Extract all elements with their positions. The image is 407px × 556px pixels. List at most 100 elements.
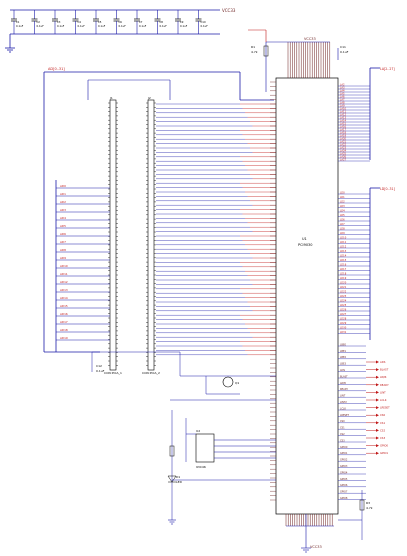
pin-ld10: LD10 bbox=[340, 236, 347, 239]
cap-ref: C4 bbox=[78, 20, 82, 24]
net-tag-ad4: AD4 bbox=[60, 216, 66, 220]
bottom-right-network: R3 4.7k C12 0.1uF bbox=[91, 352, 373, 553]
pin-ads: ADS bbox=[340, 369, 345, 372]
pin-la27: LA27 bbox=[340, 158, 347, 161]
pin-la22: LA22 bbox=[340, 143, 347, 146]
pin-ld16: LD16 bbox=[340, 263, 347, 266]
main-ic-u1: U1 PCI9030 bbox=[270, 42, 370, 527]
pin-gpio2: GPIO2 bbox=[340, 459, 348, 462]
pin-la19: LA19 bbox=[340, 134, 347, 137]
u1-power-top: VCC33 R1 4.7k C11 0.1uF bbox=[248, 29, 349, 92]
pin-lw/r: LW/R bbox=[340, 382, 346, 385]
signal-tag-lreset: LRESET bbox=[380, 406, 390, 410]
capacitor-c5: C50.1uF bbox=[93, 10, 106, 34]
cap-val: 0.1uF bbox=[98, 24, 106, 28]
pin-la16: LA16 bbox=[340, 125, 347, 128]
pin-la3: LA3 bbox=[340, 86, 345, 89]
capacitor-c1: C10.1uF bbox=[11, 10, 24, 34]
net-tag-ad2: AD2 bbox=[60, 200, 66, 204]
pin-ld21: LD21 bbox=[340, 286, 347, 289]
net-tag-ad9: AD9 bbox=[60, 256, 66, 260]
cap-val: 0.1uF bbox=[139, 24, 147, 28]
pin-ready: READY bbox=[340, 388, 349, 391]
signal-tag-lclk: LCLK bbox=[380, 398, 387, 402]
eeprom-u2: U2 93C46 bbox=[185, 418, 276, 469]
net-tag-ad10: AD10 bbox=[60, 264, 68, 268]
net-tag-ad6: AD6 bbox=[60, 232, 66, 236]
net-tag-ad7: AD7 bbox=[60, 240, 66, 244]
cap-val: 0.1uF bbox=[201, 24, 209, 28]
pin-ld20: LD20 bbox=[340, 281, 347, 284]
capacitor-c7: C70.1uF bbox=[134, 10, 147, 34]
signal-tag-cs1: CS1 bbox=[380, 421, 385, 425]
capacitor-c3: C30.1uF bbox=[52, 10, 65, 34]
left-net-tags: AD0AD1AD2AD3AD4AD5AD6AD7AD8AD9AD10AD11AD… bbox=[56, 184, 110, 341]
pin-ld29: LD29 bbox=[340, 322, 347, 325]
signal-tag-gpio1: GPIO1 bbox=[380, 451, 388, 455]
net-tag-ad12: AD12 bbox=[60, 280, 68, 284]
signal-tag-lwr: LW/R bbox=[380, 375, 387, 379]
pin-ld28: LD28 bbox=[340, 317, 347, 320]
signal-tag-ads: ADS bbox=[380, 360, 386, 364]
pin-ld5: LD5 bbox=[340, 214, 345, 217]
pin-la5: LA5 bbox=[340, 92, 345, 95]
pin-ld24: LD24 bbox=[340, 299, 347, 302]
d1-ref: D1 bbox=[176, 475, 180, 479]
u2-ref: U2 bbox=[196, 429, 200, 433]
cap-val: 0.1uF bbox=[16, 24, 24, 28]
pin-ld14: LD14 bbox=[340, 254, 347, 257]
pin-la7: LA7 bbox=[340, 98, 345, 101]
signal-tag-cs0: CS0 bbox=[380, 413, 385, 417]
pin-gpio7: GPIO7 bbox=[340, 491, 348, 494]
cap-ref: C2 bbox=[37, 20, 41, 24]
right-bus: LA[2..27] LD[0..31] VCC33 bbox=[310, 67, 395, 549]
pin-ld7: LD7 bbox=[340, 223, 345, 226]
ground-symbol bbox=[5, 47, 15, 53]
j1-name: CON PCIA_1 bbox=[104, 371, 122, 375]
cap-val: 0.1uF bbox=[37, 24, 45, 28]
q1-ref: Q1 bbox=[235, 381, 239, 385]
pin-la11: LA11 bbox=[340, 110, 347, 113]
u1-name: PCI9030 bbox=[298, 243, 313, 247]
r3-val: 4.7k bbox=[366, 506, 373, 510]
j1-ref: J1 bbox=[109, 96, 113, 100]
pin-ld26: LD26 bbox=[340, 308, 347, 311]
cap-val: 0.1uF bbox=[57, 24, 65, 28]
pin-la13: LA13 bbox=[340, 116, 347, 119]
pin-gpio0: GPIO0 bbox=[340, 446, 348, 449]
pin-la26: LA26 bbox=[340, 155, 347, 158]
pin-ld9: LD9 bbox=[340, 232, 345, 235]
net-tag-ad3: AD3 bbox=[60, 208, 66, 212]
net-tag-ad8: AD8 bbox=[60, 248, 66, 252]
pin-ld31: LD31 bbox=[340, 331, 347, 334]
pin-ld0: LD0 bbox=[340, 191, 345, 194]
connector-j2: J2 CON PCIA_2 bbox=[142, 96, 160, 375]
net-tag-ad18: AD18 bbox=[60, 328, 68, 332]
transistor-q1: Q1 bbox=[92, 351, 276, 401]
pin-la24: LA24 bbox=[340, 149, 347, 152]
net-tag-ad13: AD13 bbox=[60, 288, 68, 292]
pin-gpio4: GPIO4 bbox=[340, 471, 348, 474]
pin-lbe3: LBE3 bbox=[340, 363, 346, 366]
pin-la2: LA2 bbox=[340, 83, 345, 86]
pin-blast: BLAST bbox=[340, 375, 348, 378]
c11-val: 0.1uF bbox=[340, 50, 349, 54]
j2-ref: J2 bbox=[147, 96, 151, 100]
net-tag-ad0: AD0 bbox=[60, 184, 66, 188]
pin-lbe2: LBE2 bbox=[340, 356, 346, 359]
pin-la10: LA10 bbox=[340, 107, 347, 110]
capacitor-c4: C40.1uF bbox=[72, 10, 85, 34]
u2-name: 93C46 bbox=[196, 465, 206, 469]
pin-cs1: CS1 bbox=[340, 427, 345, 430]
pin-la4: LA4 bbox=[340, 89, 345, 92]
pin-la21: LA21 bbox=[340, 140, 347, 143]
pin-la6: LA6 bbox=[340, 95, 345, 98]
right-signal-tags: ADSBLASTLW/RREADYLINTLCLKLRESETCS0CS1CS2… bbox=[366, 360, 390, 455]
cap-ref: C9 bbox=[180, 20, 184, 24]
pin-ld17: LD17 bbox=[340, 268, 347, 271]
pin-la23: LA23 bbox=[340, 146, 347, 149]
net-tag-ad16: AD16 bbox=[60, 312, 68, 316]
pin-ld2: LD2 bbox=[340, 200, 345, 203]
capacitor-c8: C80.1uF bbox=[154, 10, 167, 34]
